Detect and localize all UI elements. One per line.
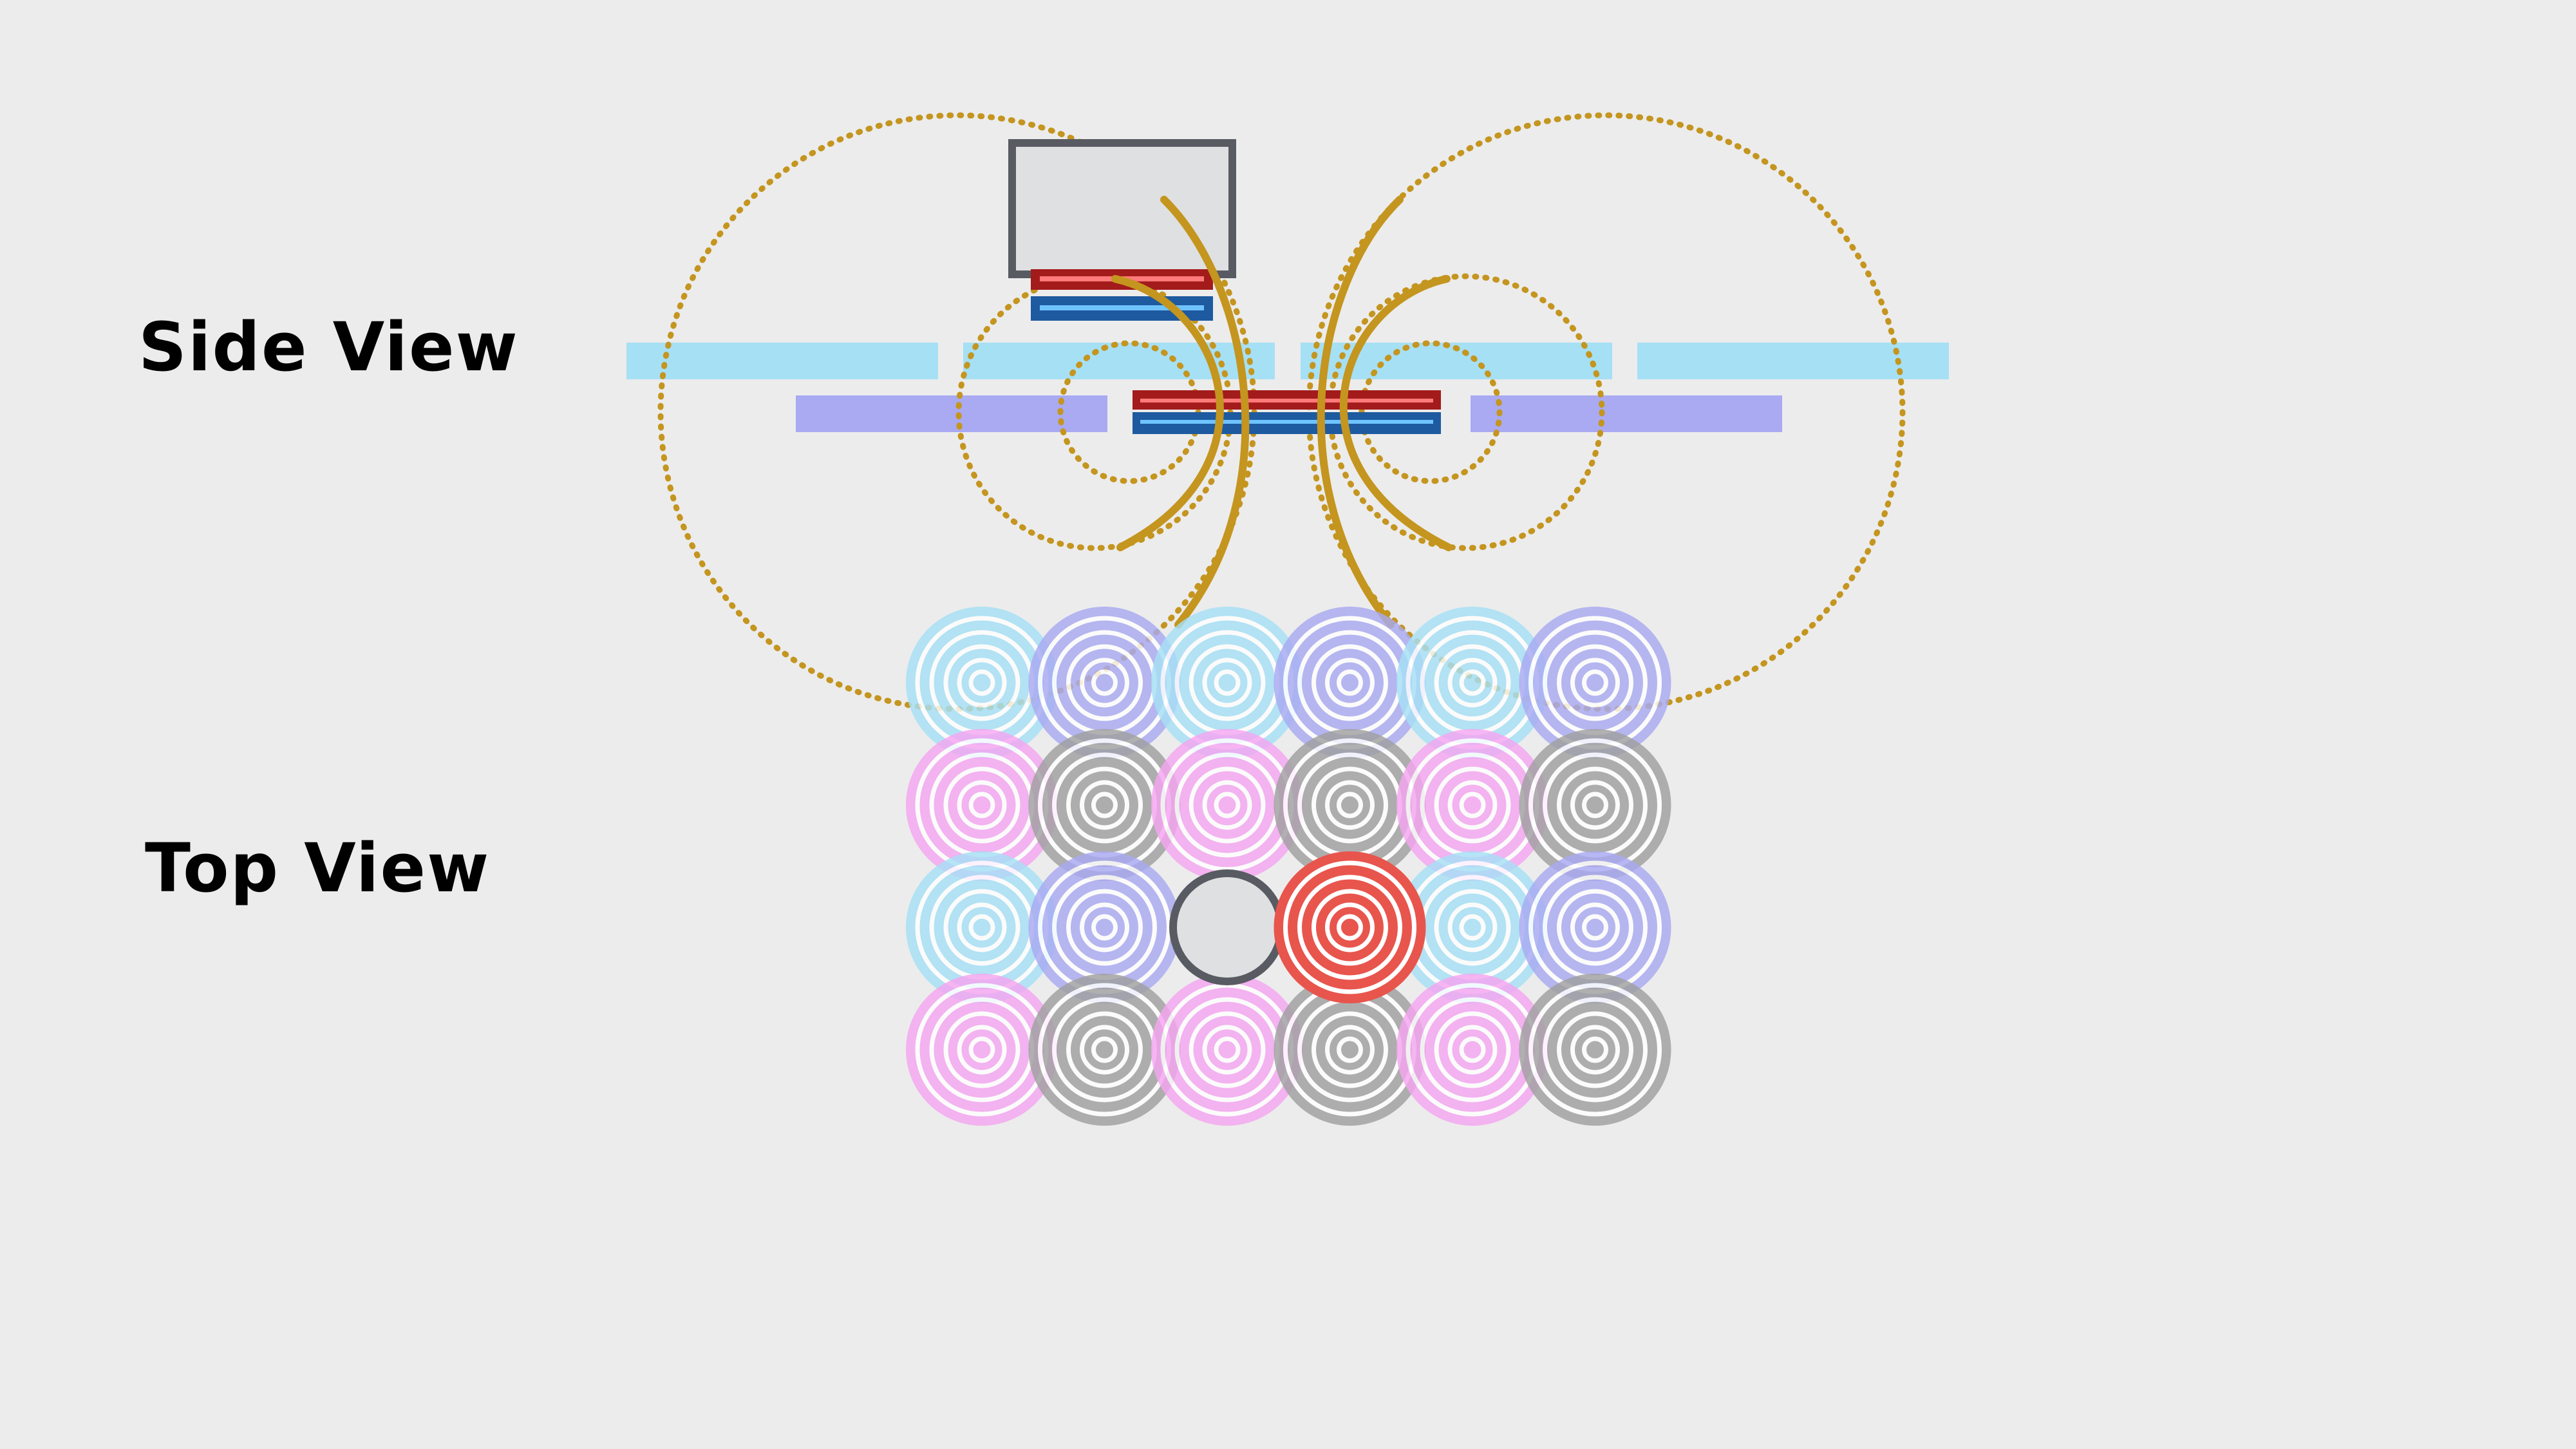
coil-violet <box>1028 851 1181 1003</box>
field-line-loop-medium-right <box>1327 273 1605 551</box>
device-icon <box>1008 139 1236 278</box>
lower-layer-segment <box>1471 395 1782 432</box>
coil-violet <box>1519 607 1671 759</box>
active-coil-icon <box>1274 851 1426 1003</box>
top-view-label: Top View <box>145 829 491 907</box>
top-view-coil-grid <box>906 607 1671 1126</box>
upper-layer-segment <box>963 343 1275 379</box>
upper-layer-segment <box>626 343 938 379</box>
coil-pink <box>906 974 1058 1126</box>
coil-gray <box>1519 729 1671 881</box>
field-line-arrow <box>1111 275 1224 551</box>
lower-layer-segment <box>796 395 1107 432</box>
field-line-arrow <box>1339 275 1453 551</box>
field-line-arrow <box>1317 196 1404 629</box>
transmitter-coil <box>1133 390 1441 434</box>
field-arrows <box>1111 196 1453 629</box>
coil-gray <box>1519 974 1671 1126</box>
side-view-label: Side View <box>138 308 519 386</box>
coil-violet <box>1519 851 1671 1003</box>
field-line-arrow <box>1160 196 1250 629</box>
device-top-icon <box>1169 869 1285 985</box>
side-view <box>626 112 1949 712</box>
